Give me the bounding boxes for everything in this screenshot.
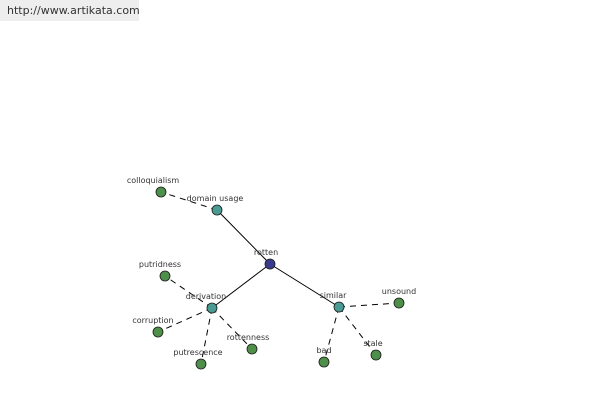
node-rottenness[interactable]: rottenness [227,333,270,355]
edge-rotten-domain-usage [216,209,271,265]
node-dot-colloquialism[interactable] [155,186,167,198]
edge-derivation-corruption [157,307,213,333]
edge-derivation-putridness [164,275,213,309]
node-putridness[interactable]: putridness [139,260,181,282]
node-label-unsound[interactable]: unsound [382,287,416,296]
node-label-stale[interactable]: stale [363,339,382,348]
node-dot-corruption[interactable] [152,326,164,338]
edge-domain-usage-colloquialism [160,191,218,211]
node-dot-bad[interactable] [318,356,330,368]
node-colloquialism[interactable]: colloquialism [127,176,180,198]
node-stale[interactable]: stale [363,339,383,361]
edge-derivation-rottenness [211,307,253,350]
node-label-colloquialism[interactable]: colloquialism [127,176,180,185]
edge-derivation-putrescence [200,307,213,365]
node-rotten[interactable]: rotten [254,248,278,270]
node-label-putridness[interactable]: putridness [139,260,181,269]
site-url-link[interactable]: http://www.artikata.com [7,4,140,17]
graph-nodes: rotten domain usage derivation similar collo… [127,176,416,370]
node-dot-domain-usage[interactable] [211,204,223,216]
node-label-derivation[interactable]: derivation [186,292,226,301]
node-derivation[interactable]: derivation [186,292,226,314]
node-label-rotten[interactable]: rotten [254,248,278,257]
node-label-putrescence[interactable]: putrescence [173,348,222,357]
node-label-bad[interactable]: bad [316,346,331,355]
node-bad[interactable]: bad [316,346,332,368]
graph-edges [157,191,400,365]
node-dot-putridness[interactable] [159,270,171,282]
node-similar[interactable]: similar [320,291,348,313]
node-corruption[interactable]: corruption [132,316,174,338]
node-dot-putrescence[interactable] [195,358,207,370]
edge-rotten-derivation [211,263,271,309]
node-label-rottenness[interactable]: rottenness [227,333,270,342]
url-banner: http://www.artikata.com [0,0,140,21]
edge-similar-unsound [338,302,400,308]
edge-rotten-similar [269,263,340,308]
node-dot-unsound[interactable] [393,297,405,309]
node-dot-rottenness[interactable] [246,343,258,355]
node-dot-derivation[interactable] [206,302,218,314]
node-unsound[interactable]: unsound [382,287,416,309]
node-label-domain-usage[interactable]: domain usage [187,194,244,203]
node-domain-usage[interactable]: domain usage [187,194,244,216]
node-dot-stale[interactable] [370,349,382,361]
node-dot-similar[interactable] [333,301,345,313]
node-label-similar[interactable]: similar [320,291,348,300]
node-dot-rotten[interactable] [264,258,276,270]
node-label-corruption[interactable]: corruption [132,316,173,325]
edge-similar-bad [323,306,340,363]
node-putrescence[interactable]: putrescence [173,348,223,370]
